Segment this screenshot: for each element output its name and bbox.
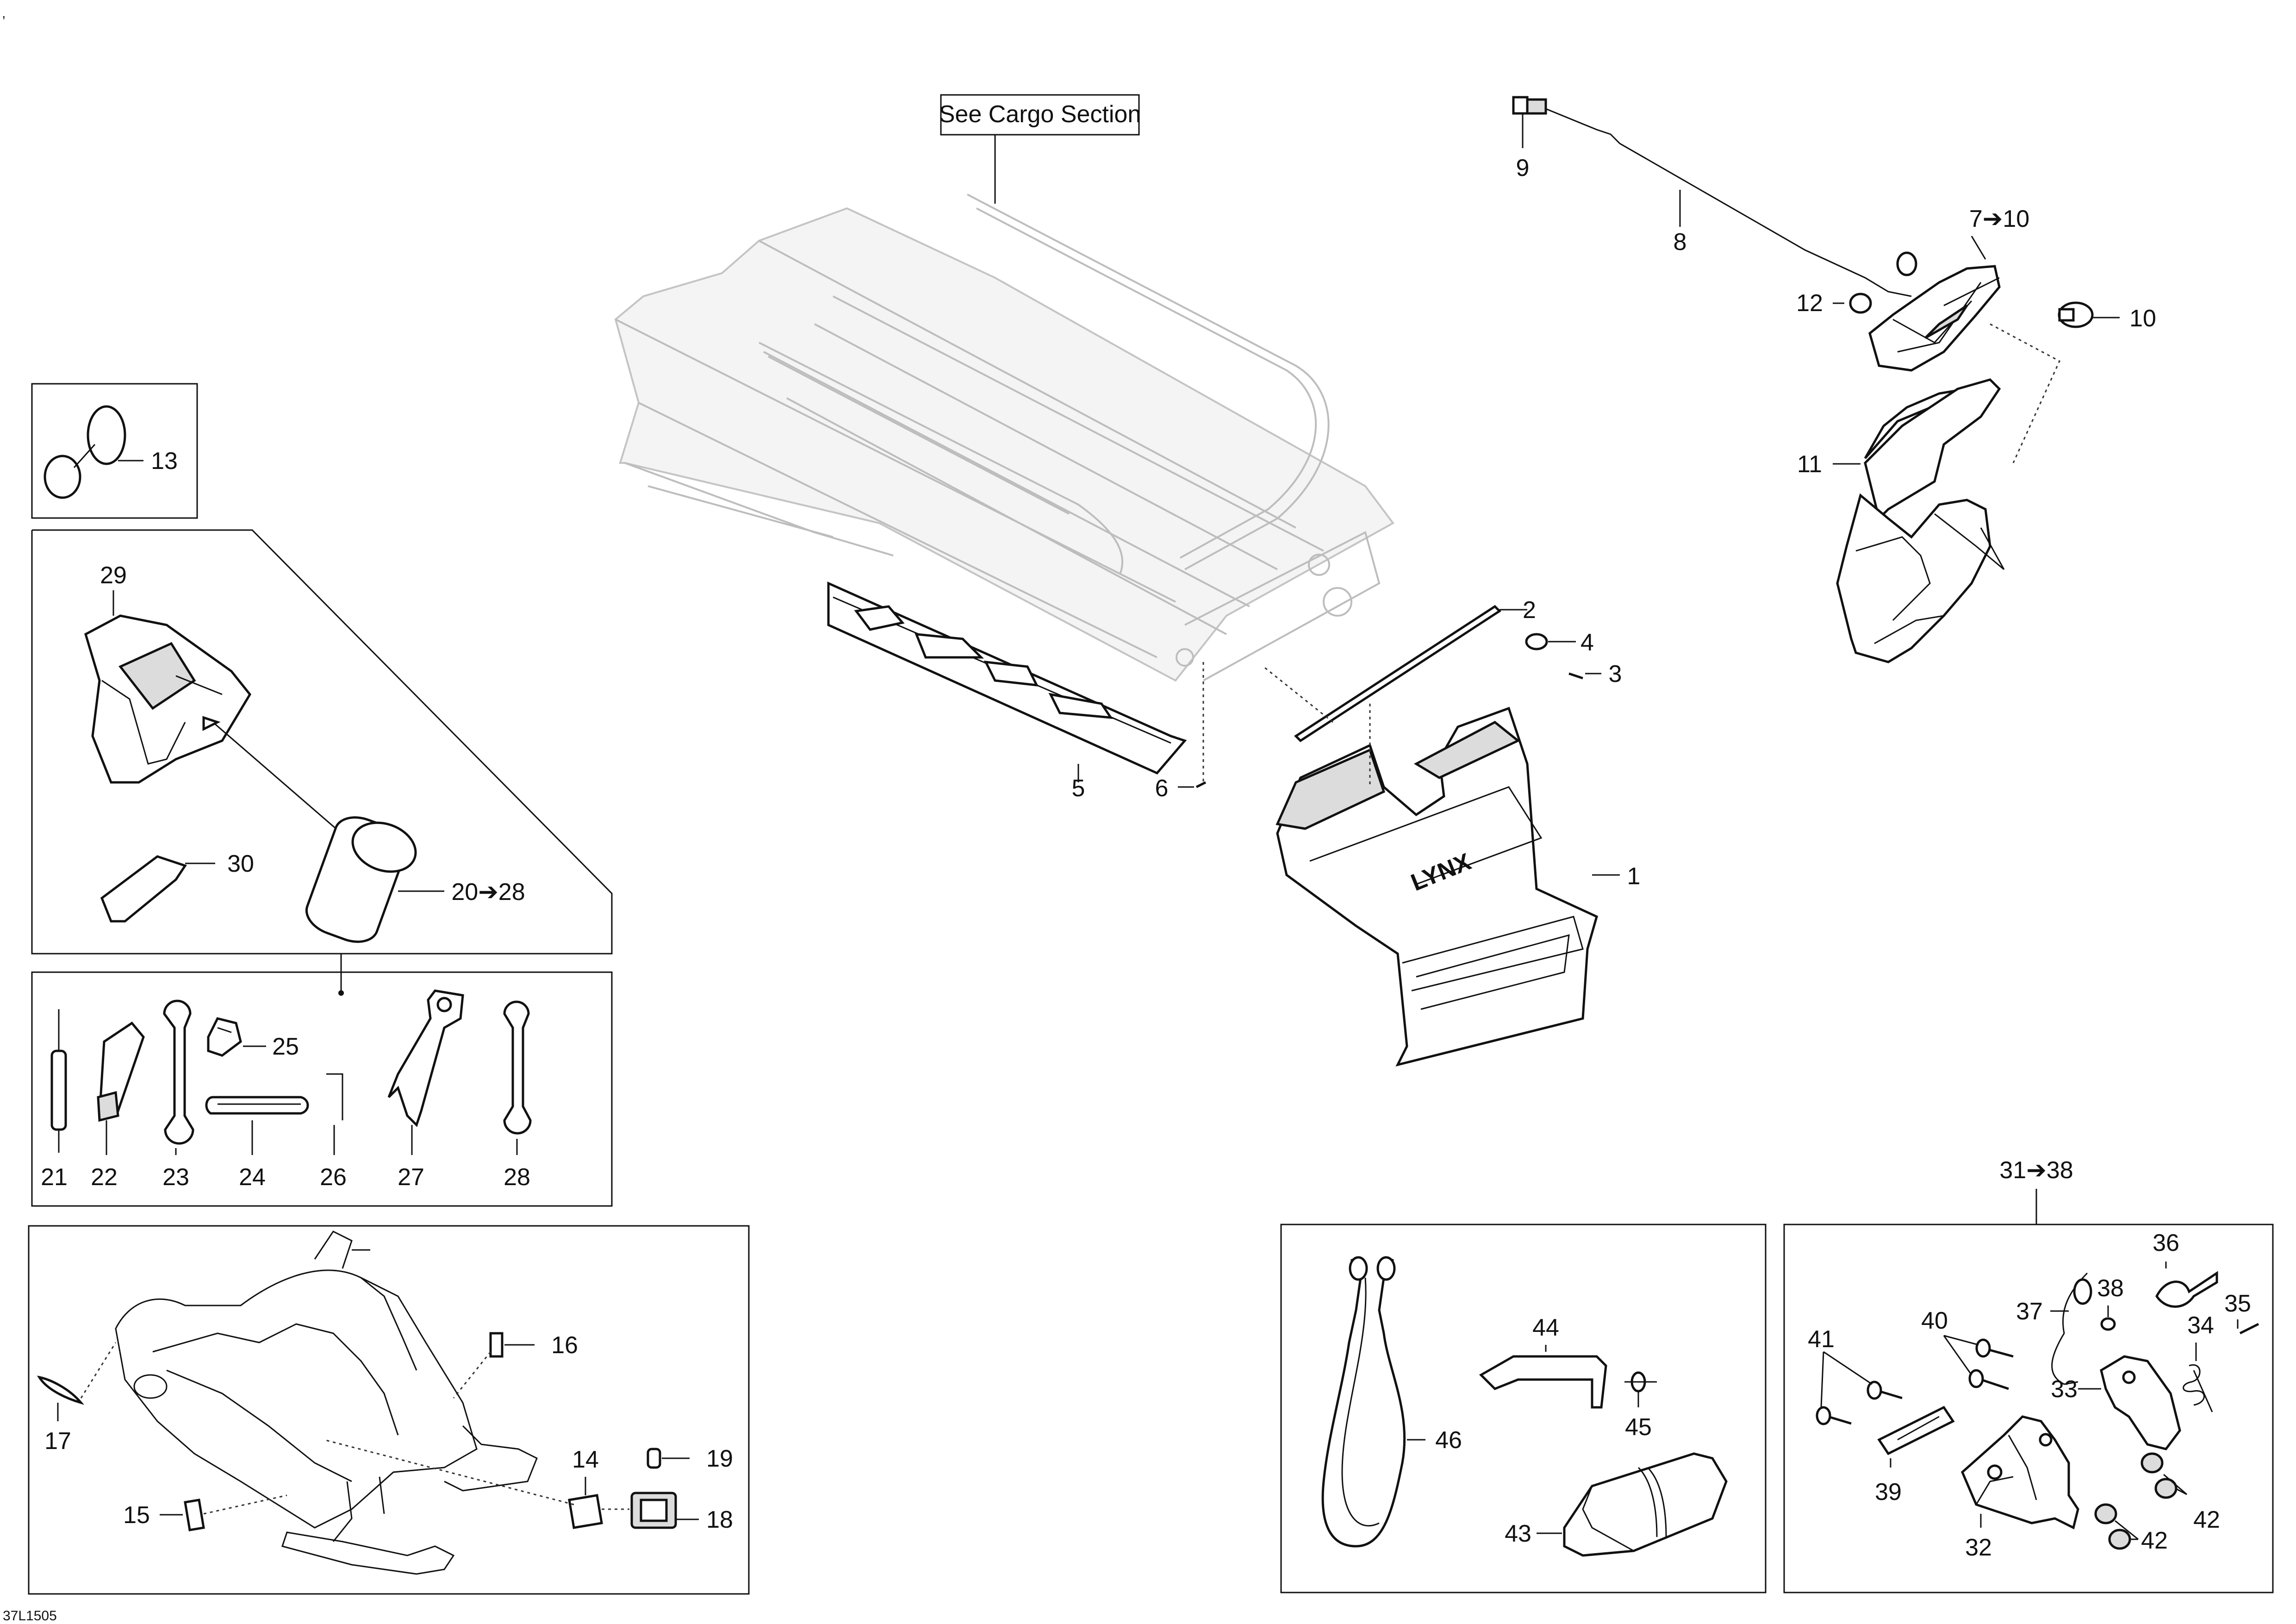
svg-text:17: 17 <box>44 1428 71 1455</box>
part-34-spring: 34 <box>2183 1312 2214 1412</box>
svg-text:16: 16 <box>551 1332 578 1359</box>
part-10-bulb: 10 <box>2058 301 2156 332</box>
svg-text:25: 25 <box>272 1033 299 1060</box>
part-38-nut: 38 <box>2097 1275 2124 1331</box>
svg-text:1: 1 <box>1627 863 1641 890</box>
part-24-strap: 24 <box>205 1096 309 1191</box>
svg-text:10: 10 <box>2129 305 2156 332</box>
svg-text:33: 33 <box>2051 1376 2078 1403</box>
svg-text:4: 4 <box>1580 629 1594 656</box>
svg-text:11: 11 <box>1797 451 1822 478</box>
part-32-hitch: 32 <box>1960 1415 2079 1561</box>
part-9-connector: 9 <box>1512 96 1547 181</box>
svg-text:27: 27 <box>398 1164 424 1191</box>
svg-text:36: 36 <box>2153 1230 2179 1256</box>
svg-text:20➔28: 20➔28 <box>451 879 525 906</box>
svg-text:41: 41 <box>1808 1326 1835 1353</box>
svg-text:37: 37 <box>2016 1298 2043 1325</box>
part-40-bolts: 40 <box>1921 1307 2014 1390</box>
svg-text:18: 18 <box>706 1506 733 1533</box>
svg-text:See Cargo Section: See Cargo Section <box>939 101 1141 128</box>
part-42-nuts: 42 42 <box>2094 1452 2220 1554</box>
part-23-wrench: 23 <box>162 999 194 1191</box>
svg-text:29: 29 <box>100 562 127 589</box>
svg-text:5: 5 <box>1072 775 1085 802</box>
part-2-strip: 2 <box>1263 597 1536 787</box>
part-1-mud-flap: LYNX 1 <box>1276 706 1641 1067</box>
page-mark: , <box>2 6 6 21</box>
part-6-screw: 6 <box>1155 662 1207 802</box>
snowmobile-outline <box>115 1230 538 1575</box>
panel-decals: 17 16 15 14 18 19 <box>28 1225 750 1595</box>
svg-text:44: 44 <box>1532 1314 1559 1341</box>
svg-text:39: 39 <box>1875 1479 1902 1505</box>
cargo-section-note: See Cargo Section <box>939 94 1141 204</box>
svg-text:6: 6 <box>1155 775 1169 802</box>
svg-text:14: 14 <box>572 1446 599 1473</box>
svg-text:43: 43 <box>1505 1520 1531 1547</box>
cargo-rack-ghost <box>614 194 1394 682</box>
panel-13: 13 <box>31 383 198 519</box>
svg-text:32: 32 <box>1965 1534 1992 1561</box>
svg-text:42: 42 <box>2141 1527 2168 1554</box>
svg-text:23: 23 <box>162 1164 189 1191</box>
svg-text:24: 24 <box>239 1164 266 1191</box>
panel-tools: 21 22 23 24 25 <box>31 971 613 1207</box>
part-8-harness: 8 <box>1545 108 1912 297</box>
svg-text:31➔38: 31➔38 <box>1999 1157 2073 1184</box>
part-37-cable: 37 <box>2016 1272 2092 1385</box>
svg-text:28: 28 <box>504 1164 530 1191</box>
svg-text:2: 2 <box>1523 597 1536 624</box>
part-12-grommet: 12 <box>1796 251 1917 317</box>
part-36-pin: 36 <box>2153 1230 2218 1308</box>
svg-text:12: 12 <box>1796 290 1823 317</box>
part-41-bolts: 41 <box>1808 1326 1903 1425</box>
part-26-hex-key: 26 <box>320 1073 347 1191</box>
svg-text:9: 9 <box>1516 155 1530 181</box>
panel-hitch: 31➔38 36 37 38 35 <box>1783 1157 2274 1593</box>
svg-text:26: 26 <box>320 1164 347 1191</box>
svg-text:7➔10: 7➔10 <box>1969 206 2029 232</box>
part-45-rivet: 45 <box>1624 1371 1657 1441</box>
part-7-10-tail-light: 7➔10 <box>1868 206 2029 372</box>
svg-text:30: 30 <box>227 850 254 877</box>
svg-text:13: 13 <box>151 448 178 475</box>
part-33-latch: 33 <box>2051 1355 2181 1450</box>
svg-text:35: 35 <box>2224 1290 2251 1317</box>
svg-text:3: 3 <box>1609 661 1622 687</box>
svg-text:46: 46 <box>1435 1427 1462 1454</box>
part-22-socket: 22 <box>91 1021 145 1191</box>
svg-text:45: 45 <box>1625 1414 1652 1441</box>
svg-text:21: 21 <box>41 1164 68 1191</box>
drawing-code: 37L1505 <box>3 1608 57 1624</box>
part-44-bracket: 44 <box>1479 1314 1607 1409</box>
svg-text:19: 19 <box>706 1445 733 1472</box>
part-4-washer: 4 <box>1525 629 1594 656</box>
panel-straps: 46 44 45 43 <box>1280 1224 1767 1593</box>
svg-text:34: 34 <box>2187 1312 2214 1339</box>
part-46-bungee: 46 <box>1321 1256 1462 1548</box>
part-25-clip: 25 <box>207 1017 299 1060</box>
part-21-screwdriver: 21 <box>41 1009 68 1191</box>
svg-text:40: 40 <box>1921 1307 1948 1334</box>
part-43-pad: 43 <box>1505 1452 1728 1557</box>
part-35-pin: 35 <box>2224 1290 2259 1335</box>
part-3-screw: 3 <box>1568 661 1622 687</box>
svg-text:42: 42 <box>2193 1506 2220 1533</box>
svg-text:38: 38 <box>2097 1275 2124 1302</box>
part-39-plate: 39 <box>1875 1405 1955 1505</box>
part-11-light-housing: 11 <box>1797 323 2060 663</box>
svg-text:15: 15 <box>123 1502 150 1529</box>
part-27-spanner: 27 <box>387 989 464 1191</box>
svg-text:8: 8 <box>1674 229 1687 256</box>
panel-tool-kit: 29 30 20➔28 <box>31 529 613 996</box>
part-5-side-rail: 5 <box>827 581 1187 802</box>
part-28-wrench: 28 <box>503 1000 532 1191</box>
svg-text:22: 22 <box>91 1164 118 1191</box>
